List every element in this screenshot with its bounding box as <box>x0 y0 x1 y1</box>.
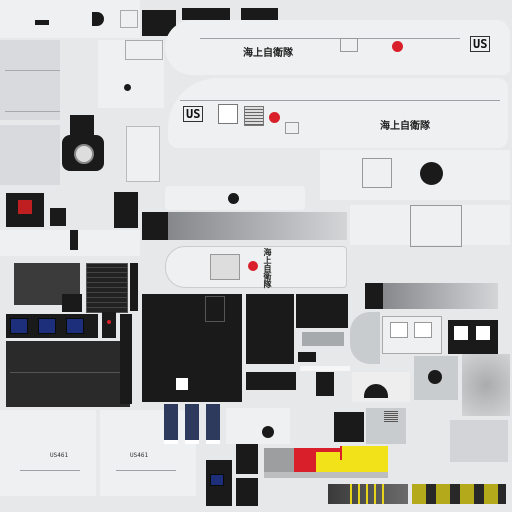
panel-box-upper <box>340 38 358 52</box>
top-left-panel <box>0 0 140 38</box>
radar-dome <box>462 354 510 416</box>
lens-dot <box>428 370 442 384</box>
jmsdf-marking-lower: 海上自衛隊 <box>263 248 272 288</box>
engine-schematic-panel <box>320 150 510 200</box>
bottom-bar-1-stripes <box>344 484 384 504</box>
mfd-side-panel <box>102 312 116 338</box>
cockpit-side-post <box>130 263 138 311</box>
engine-schematic-box <box>362 158 392 188</box>
dome-shape <box>364 384 388 398</box>
tail-panel-dot <box>228 193 239 204</box>
wing-panel-right <box>100 410 196 496</box>
access-panel <box>226 408 290 444</box>
cabin-interior-panel-3 <box>296 294 348 328</box>
fuselage-mid-seam <box>180 100 500 101</box>
window-box-mid <box>218 104 238 124</box>
dark-window-2 <box>476 326 490 340</box>
cockpit-lower-seam <box>10 372 126 373</box>
hinomaru-upper <box>392 41 403 52</box>
top-dark-bar-1 <box>182 8 230 20</box>
console-screen-1 <box>390 322 408 338</box>
bottom-dark-2 <box>236 478 258 506</box>
gear-door-dot <box>124 84 131 91</box>
top-dark-half-circle <box>92 12 104 26</box>
bottom-bar-2-stripes <box>412 484 506 504</box>
vertical-grid-box <box>410 205 462 247</box>
gear-door-panel <box>98 40 164 108</box>
fuselage-panel-lower <box>165 246 347 288</box>
hinomaru-mid <box>269 112 280 123</box>
top-dark-bar <box>35 20 49 25</box>
warning-stripe-grey-2 <box>264 472 388 478</box>
us-marking-upper: US <box>470 36 491 52</box>
cockpit-bracket-a <box>120 314 132 404</box>
left-side-panel-1 <box>0 40 60 120</box>
gradient-strip-2 <box>365 283 498 309</box>
vent-grille <box>384 410 398 422</box>
fuselage-panel-upper <box>165 20 510 75</box>
jmsdf-marking-upper: 海上自衛隊 <box>243 48 293 59</box>
warning-stripe-grey <box>264 448 294 472</box>
exhaust-port <box>420 162 443 185</box>
wing-code-right: US461 <box>130 452 149 459</box>
grille-box-mid <box>244 106 264 126</box>
wing-seam-left <box>20 470 80 471</box>
jmsdf-marking-mid: 海上自衛隊 <box>380 121 430 132</box>
grey-block-a <box>302 332 344 346</box>
gradient-strip-1 <box>142 212 347 240</box>
wing-seam-right <box>116 470 176 471</box>
cockpit-small-block <box>62 294 82 312</box>
us-marking-mid: US <box>183 106 204 122</box>
cockpit-lower-panel <box>6 341 130 407</box>
row5-dark-block-2 <box>316 372 334 396</box>
bracket-step <box>50 208 66 226</box>
gun-mount-dial <box>74 144 94 164</box>
gradient-strip-2-cap <box>365 283 383 309</box>
sensor-panel <box>126 126 160 182</box>
console-screen-2 <box>414 322 432 338</box>
left-rail-post <box>70 230 78 250</box>
row5-dark-block-1 <box>246 372 296 390</box>
left-frame-lines <box>5 70 60 112</box>
bottom-console-screen <box>210 474 224 486</box>
mfd-screen-1 <box>10 318 28 334</box>
red-warning-plate <box>18 200 32 214</box>
fuselage-upper-seam <box>200 38 460 39</box>
gun-mount-top <box>70 115 94 137</box>
blue-tag-1 <box>164 404 178 444</box>
bottom-dark-1 <box>236 444 258 474</box>
cockpit-switch-panel <box>86 263 128 313</box>
lower-panel-box <box>210 254 240 280</box>
wing-code-left: US461 <box>50 452 69 459</box>
pitot-panel <box>450 420 508 462</box>
gradient-strip-1-cap <box>142 212 168 240</box>
cabin-hatch <box>205 296 225 322</box>
access-panel-dot <box>262 426 274 438</box>
top-dark-bar-2 <box>241 8 278 22</box>
blue-tag-2 <box>185 404 199 444</box>
mfd-side-red-light <box>107 320 111 324</box>
small-console <box>114 192 138 228</box>
cabin-interior-panel-2 <box>246 294 294 364</box>
white-strip <box>300 366 350 371</box>
cabin-white-light <box>176 378 188 390</box>
gear-door-outline <box>125 40 163 60</box>
mfd-screen-2 <box>38 318 56 334</box>
vertical-grid-panel <box>350 205 510 245</box>
cabin-interior-panel <box>142 294 242 402</box>
top-outline-box <box>120 10 138 28</box>
dark-window-1 <box>454 326 468 340</box>
mfd-screen-3 <box>66 318 84 334</box>
panel-box-mid <box>285 122 299 134</box>
hinomaru-lower <box>248 261 258 271</box>
round-part <box>350 312 380 364</box>
wing-panel-left <box>0 410 96 496</box>
small-dark-strip <box>298 352 316 362</box>
blue-tag-3 <box>206 404 220 444</box>
warning-stripe-yellow-1 <box>316 452 342 472</box>
left-side-panel-2 <box>0 125 60 185</box>
stair-panel <box>334 412 364 442</box>
